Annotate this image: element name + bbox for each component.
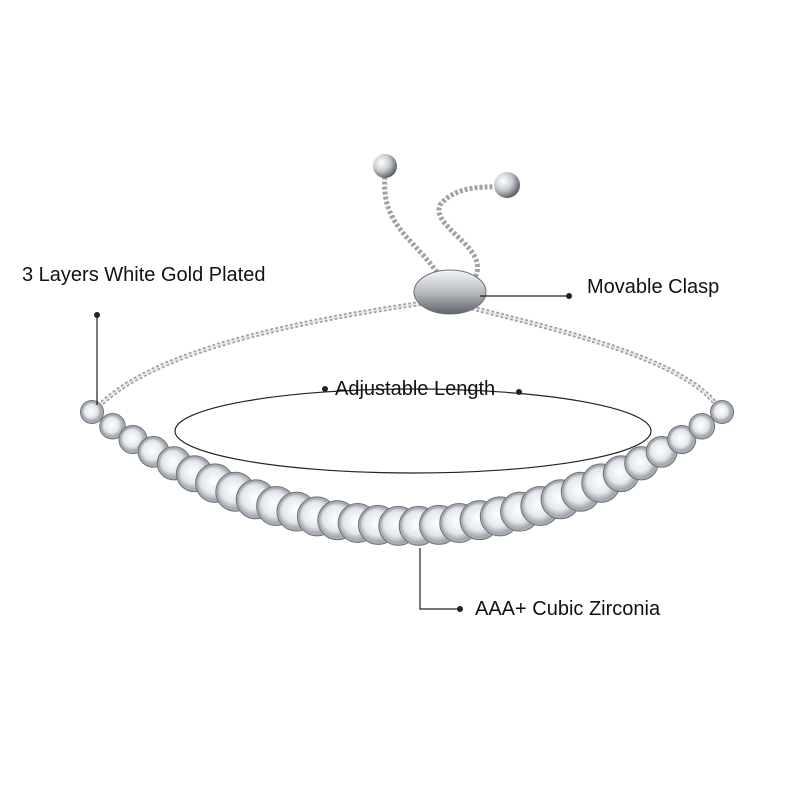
chain-end-ball-right [494,172,520,198]
chain-end-ball-left [373,154,397,178]
annotation-lines [96,295,652,610]
length-ellipse [174,388,652,474]
length-label: Adjustable Length [335,378,496,400]
cubic-zirconia-stone [83,403,101,421]
plating-label: 3 Layers White Gold Plated [22,264,266,286]
clasp-label: Movable Clasp [587,276,720,298]
slider-clasp [413,269,487,315]
cubic-zirconia-stone [102,415,123,437]
cubic-zirconia-stone [648,438,675,465]
stones-label: AAA+ Cubic Zirconia [475,598,661,620]
cubic-zirconia-stone [713,403,731,421]
stones-leader-line [419,548,458,610]
cubic-zirconia-stone [670,427,694,452]
stone-row [80,400,734,546]
chain-highlight [94,299,721,411]
cubic-zirconia-stone [121,427,145,452]
annotation-dots [94,293,572,612]
cubic-zirconia-stone [691,415,713,437]
